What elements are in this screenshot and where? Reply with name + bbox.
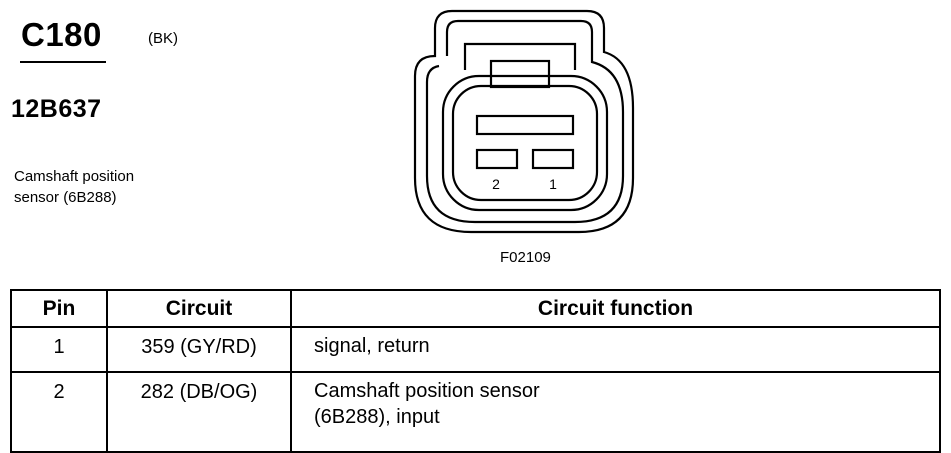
pin-label-2: 2 xyxy=(492,176,500,192)
connector-id: C180 xyxy=(21,16,102,53)
header-circuit-function: Circuit function xyxy=(290,289,941,328)
component-description: Camshaft position sensor (6B288) xyxy=(14,166,194,208)
function-cell: signal, return xyxy=(290,326,941,373)
header-circuit: Circuit xyxy=(106,289,292,328)
table-row: 2 282 (DB/OG) Camshaft position sensor (… xyxy=(10,371,941,453)
function-cell: Camshaft position sensor (6B288), input xyxy=(290,371,941,453)
pin-label-1: 1 xyxy=(549,176,557,192)
color-code: (BK) xyxy=(148,30,178,47)
terminal-2 xyxy=(475,148,519,170)
locking-tab xyxy=(463,42,577,70)
component-line-2: sensor (6B288) xyxy=(14,189,117,206)
circuit-cell: 359 (GY/RD) xyxy=(106,326,292,373)
connector-inner-shell xyxy=(425,19,625,224)
cavity-housing-inner xyxy=(451,84,599,202)
circuit-cell: 282 (DB/OG) xyxy=(106,371,292,453)
pin-cell: 2 xyxy=(10,371,108,453)
connector-outer-shell xyxy=(413,9,635,234)
table-header-row: Pin Circuit Circuit function xyxy=(10,289,941,328)
connector-id-underline xyxy=(20,61,106,63)
terminal-1 xyxy=(531,148,575,170)
pin-cell: 1 xyxy=(10,326,108,373)
table-row: 1 359 (GY/RD) signal, return xyxy=(10,326,941,373)
cavity-housing-outer xyxy=(441,74,609,212)
pinout-table: Pin Circuit Circuit function 1 359 (GY/R… xyxy=(10,289,941,453)
function-line: signal, return xyxy=(314,335,430,357)
component-line-1: Camshaft position xyxy=(14,168,135,185)
header-pin: Pin xyxy=(10,289,108,328)
function-line: Camshaft position sensor xyxy=(314,380,540,402)
key-slot xyxy=(475,114,575,136)
part-number: 12B637 xyxy=(11,95,102,123)
figure-id: F02109 xyxy=(500,249,551,266)
function-line: (6B288), input xyxy=(314,406,440,428)
locking-tab-latch xyxy=(489,59,551,89)
connector-face-diagram: 2 1 xyxy=(413,9,635,234)
